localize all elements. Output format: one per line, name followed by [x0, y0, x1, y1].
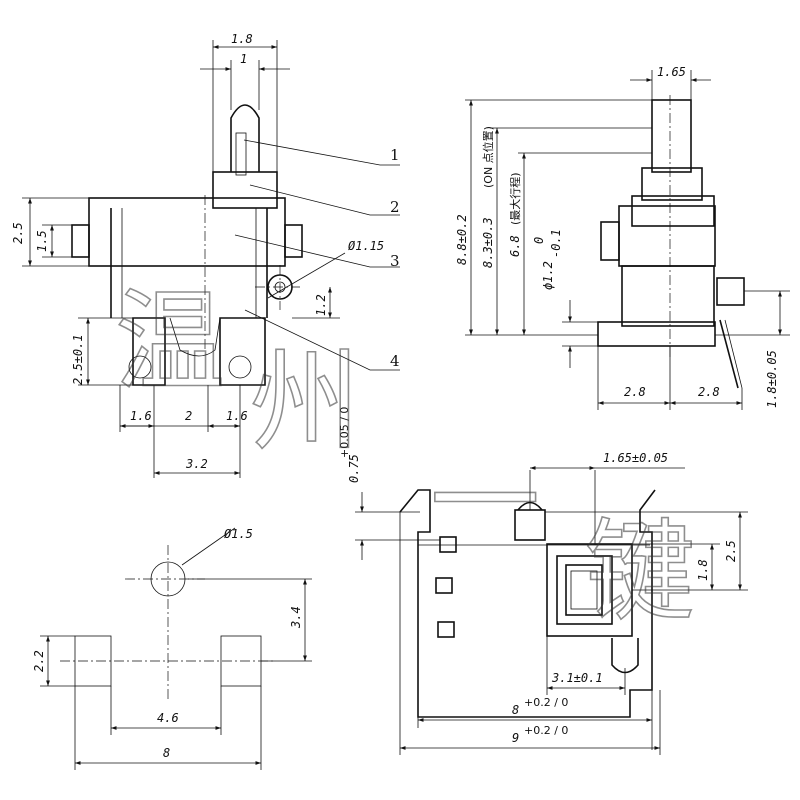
dim-hole-dia: Ø1.15: [348, 239, 384, 253]
dim-pitch-total: 3.2: [185, 457, 208, 471]
fp-dim-pad-pitch: 4.6: [157, 711, 179, 725]
side-dim-top: 1.65: [657, 65, 686, 79]
top-dim-slot-main: 0.75: [347, 454, 361, 483]
dim-pin-height: 2.5±0.1: [71, 334, 85, 385]
fp-dim-pad-h: 2.2: [32, 650, 46, 672]
dim-height-left-inner: 1.5: [35, 230, 49, 252]
side-pin-tol-upper: 0: [532, 237, 546, 244]
watermark-char-1: 温: [115, 278, 225, 406]
side-dim-bottom-right: 2.8: [698, 385, 720, 399]
callout-3: 3: [390, 252, 400, 270]
fp-dim-total: 8: [163, 746, 170, 760]
top-dim-inner: 3.1±0.1: [551, 671, 603, 685]
top-dim-w1: 8: [512, 703, 519, 717]
dim-height-left: 2.5: [11, 222, 25, 244]
top-dim-w2-tol: +0.2 / 0: [524, 724, 568, 737]
side-view: 1.65 8.8±0.2 8.3±0.3 (ON 点位置) 6.8 (最大行程)…: [455, 65, 790, 410]
dim-width-inner: 1: [240, 52, 247, 66]
side-pin-dim: ϕ1.2: [541, 261, 555, 290]
side-dim-h2-note: (ON 点位置): [481, 126, 495, 188]
side-dim-h3: 6.8: [508, 235, 522, 257]
side-dim-right: 1.8±0.05: [765, 350, 779, 408]
side-pin-tol-lower: -0.1: [549, 229, 563, 258]
top-dim-r2: 2.5: [724, 540, 738, 562]
top-dim-top: 1.65±0.05: [603, 451, 668, 465]
callout-4: 4: [390, 352, 400, 370]
dim-hole-height: 1.2: [314, 294, 328, 316]
footprint-view: Ø1.5 2.2 3.4 4.6 8: [32, 527, 312, 770]
top-dim-w1-tol: +0.2 / 0: [524, 696, 568, 709]
dim-pitch-mid: 2: [185, 409, 192, 423]
watermark-char-4: 键: [585, 508, 695, 636]
top-dim-w2: 9: [512, 731, 519, 745]
callout-2: 2: [390, 198, 400, 216]
fp-dim-hole: Ø1.5: [224, 527, 253, 541]
dim-pitch-left: 1.6: [130, 409, 152, 423]
watermark-char-3: 一: [430, 438, 540, 566]
side-dim-h3-note: (最大行程): [508, 172, 522, 225]
side-dim-bottom-left: 2.8: [624, 385, 646, 399]
top-dim-r1: 1.8: [696, 559, 710, 581]
fp-dim-hole-offset: 3.4: [289, 606, 303, 629]
top-view: 0.75 +0.05 / 0 1.65±0.05 1.8 2.5 3.1±0.1…: [338, 407, 748, 755]
watermark: 温 州 一 键: [114, 277, 696, 637]
side-dim-h2: 8.3±0.3: [481, 217, 495, 268]
callout-1: 1: [390, 146, 400, 164]
top-dim-slot-tol: +0.05 / 0: [338, 407, 351, 458]
side-dim-h1: 8.8±0.2: [455, 214, 469, 265]
dim-width-outer: 1.8: [231, 32, 253, 46]
front-view: 1.8 1 2.5 1.5 Ø1.15 1.2 2.5±0.1 1: [11, 32, 400, 478]
dim-pitch-right: 1.6: [226, 409, 248, 423]
watermark-char-2: 州: [250, 338, 360, 466]
